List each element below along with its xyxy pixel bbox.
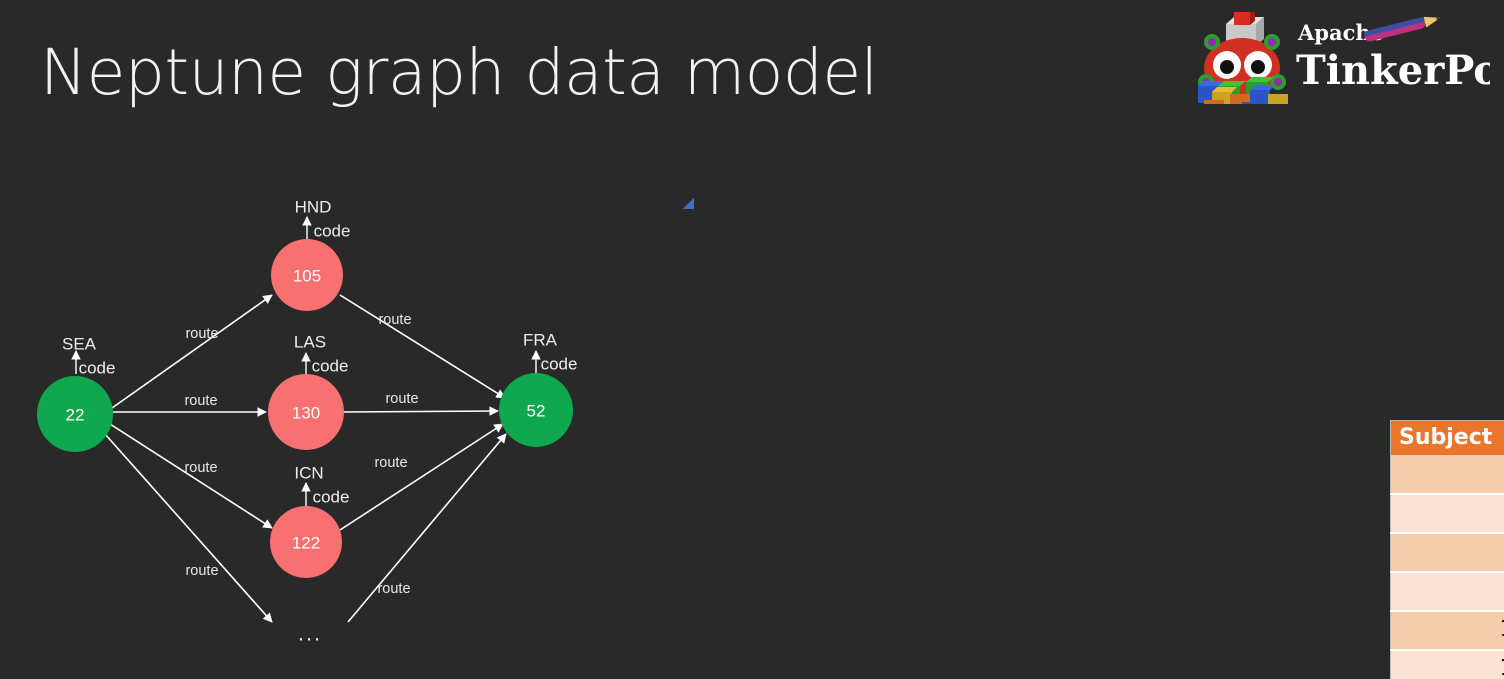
table-row[interactable]: 105route52e4 [1390,650,1504,679]
property-arrows [71,216,541,507]
prop-label-code: code [541,355,578,374]
cell-subject: 105 [1390,611,1504,651]
table-body: 22code"SEA"default22route105e122route130… [1390,455,1504,679]
edge-22-more [104,433,273,623]
table-row[interactable]: 22route105e1 [1390,494,1504,534]
vertex-label-52: 52 [527,402,546,421]
edge-label-route: route [184,460,217,476]
vertex-code-HND: HND [295,198,332,217]
more-vertices-ellipsis: ... [298,621,322,646]
graph-svg: route route route route route route rout… [37,198,578,646]
graph-edges [104,294,507,623]
vertex-22[interactable] [37,376,113,452]
table-row[interactable]: 22route130e2 [1390,533,1504,573]
apache-tinkerpop-logo: Apache TinkerPop [1190,12,1490,104]
vertex-code-FRA: FRA [523,331,558,350]
vertex-code-LAS: LAS [294,333,326,352]
vertex-label-22: 22 [66,406,85,425]
vertex-122[interactable] [270,506,342,578]
column-header-subject[interactable]: Subject [1390,420,1504,455]
prop-label-code: code [313,488,350,507]
gremlin-icon [1198,12,1288,104]
vertex-label-105: 105 [293,267,321,286]
prop-label-code: code [312,357,349,376]
edge-label-route: route [374,455,407,471]
property-key-labels: code code code code code [79,222,578,507]
vertex-105[interactable] [271,239,343,311]
vertex-label-130: 130 [292,404,320,423]
vertex-code-ICN: ICN [294,464,323,483]
cell-subject: 22 [1390,533,1504,573]
table-resize-handle[interactable] [682,197,695,210]
edge-label-route: route [378,312,411,328]
table-row[interactable]: 105code"HND"default [1390,611,1504,651]
edge-more-52 [347,433,507,623]
triples-table: Subject Predicate [1390,420,1504,679]
edge-105-52 [339,294,506,399]
edge-label-route: route [185,326,218,342]
edge-22-122 [109,423,273,529]
logo-tinkerpop-text: TinkerPop [1296,47,1490,94]
vertex-code-SEA: SEA [62,335,97,354]
vertex-130[interactable] [268,374,344,450]
edge-label-route: route [184,393,217,409]
table-row[interactable]: 22route122e3 [1390,572,1504,612]
cell-subject: 22 [1390,572,1504,612]
edge-label-route: route [385,391,418,407]
cell-subject: 22 [1390,494,1504,534]
page-title: Neptune graph data model [40,36,878,109]
graph-vertices: 22 105 130 122 52 [37,239,573,578]
property-value-labels: SEA HND LAS ICN FRA [62,198,558,483]
edge-label-route: route [377,581,410,597]
vertex-label-122: 122 [292,534,320,553]
vertex-52[interactable] [499,373,573,447]
edge-label-route: route [185,563,218,579]
edge-22-105 [111,294,273,409]
edge-labels: route route route route route route rout… [184,312,418,597]
pencil-icon [1363,16,1441,42]
tinkerpop-logo-svg: Apache TinkerPop [1198,12,1490,104]
column-header-subject-label: Subject [1399,425,1493,450]
prop-label-code: code [314,222,351,241]
cell-subject: 22 [1390,455,1504,495]
edge-130-52 [343,406,499,416]
table-row[interactable]: 22code"SEA"default [1390,455,1504,495]
cell-subject: 105 [1390,650,1504,679]
edge-122-52 [339,423,504,531]
table-header-row: Subject Predicate [1390,420,1504,455]
graph-diagram: route route route route route route rout… [0,175,660,665]
prop-label-code: code [79,359,116,378]
